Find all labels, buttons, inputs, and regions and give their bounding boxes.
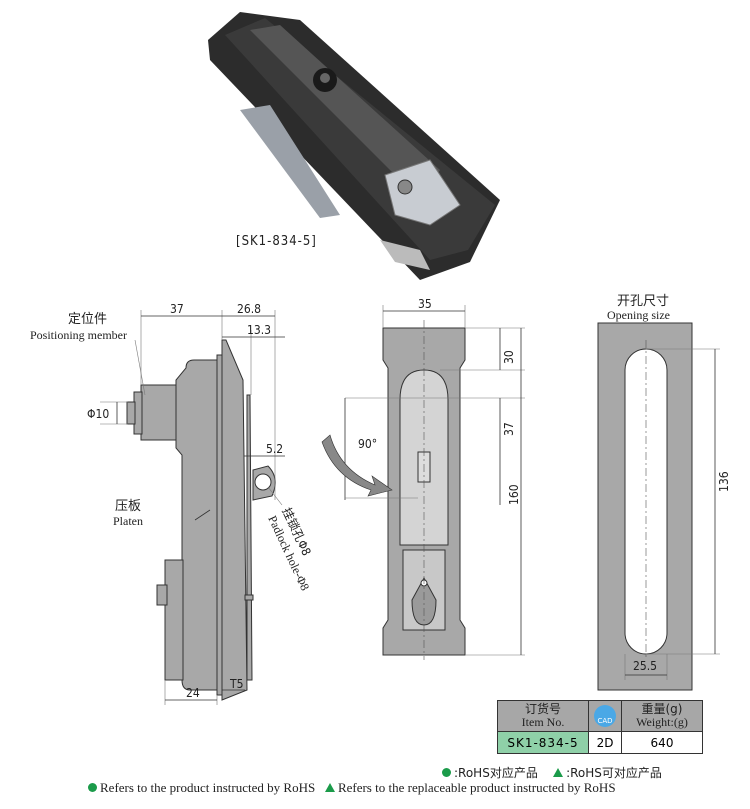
dim-13-3: 13.3 — [247, 323, 271, 337]
front-view — [321, 305, 525, 660]
positioning-member-cn: 定位件 — [68, 312, 107, 327]
dim-24: 24 — [186, 686, 200, 700]
opening-size-view — [597, 322, 720, 691]
platen-cn: 压板 — [115, 499, 141, 514]
dim-136: 136 — [717, 471, 731, 492]
angle-90: 90° — [358, 437, 377, 451]
dim-25-5: 25.5 — [633, 659, 657, 673]
order-table: 订货号 Item No. CAD 重量(g) Weight:(g) SK1-83… — [497, 700, 703, 754]
cad-value[interactable]: 2D — [588, 731, 622, 754]
item-no-header: 订货号 Item No. — [497, 700, 589, 732]
dim-37-front: 37 — [502, 422, 516, 436]
dim-160: 160 — [507, 484, 521, 505]
dim-5-2: 5.2 — [266, 442, 283, 456]
rohs-dot-icon-en — [88, 783, 97, 792]
weight-header-en: Weight:(g) — [636, 715, 688, 729]
dim-37: 37 — [170, 302, 184, 316]
rohs-triangle-icon-en — [324, 783, 335, 792]
model-label: [SK1-834-5] — [236, 234, 317, 249]
opening-size-cn: 开孔尺寸 — [617, 294, 669, 309]
dim-26-8: 26.8 — [237, 302, 261, 316]
dim-phi10: Φ10 — [87, 407, 109, 421]
item-no-header-en: Item No. — [521, 715, 565, 729]
legend-rohs-en: Refers to the product instructed by RoHS — [100, 780, 316, 795]
dim-30: 30 — [502, 350, 516, 364]
rohs-dot-icon — [442, 768, 451, 777]
side-view — [100, 310, 285, 705]
weight-value: 640 — [621, 731, 703, 754]
product-photo — [208, 12, 500, 280]
item-no-header-cn: 订货号 — [524, 702, 561, 716]
legend-rohs-replace-cn: :RoHS可对应产品 — [566, 766, 662, 780]
weight-header: 重量(g) Weight:(g) — [621, 700, 703, 732]
cad-file-icon[interactable]: CAD — [594, 705, 616, 727]
platen-en: Platen — [113, 514, 143, 528]
item-no-value: SK1-834-5 — [497, 731, 589, 754]
legend-en: Refers to the product instructed by RoHS… — [88, 780, 616, 796]
weight-header-cn: 重量(g) — [641, 702, 683, 716]
rohs-triangle-icon — [553, 768, 564, 777]
cad-header[interactable]: CAD — [588, 700, 622, 732]
dim-35: 35 — [418, 297, 432, 311]
legend-rohs-cn: :RoHS对应产品 — [454, 766, 538, 780]
dim-t5: T5 — [229, 677, 243, 691]
opening-size-en: Opening size — [607, 308, 670, 322]
positioning-member-en: Positioning member — [30, 328, 127, 342]
legend-rohs-replace-en: Refers to the replaceable product instru… — [337, 780, 616, 795]
legend-cn: :RoHS对应产品 :RoHS可对应产品 — [442, 764, 662, 781]
